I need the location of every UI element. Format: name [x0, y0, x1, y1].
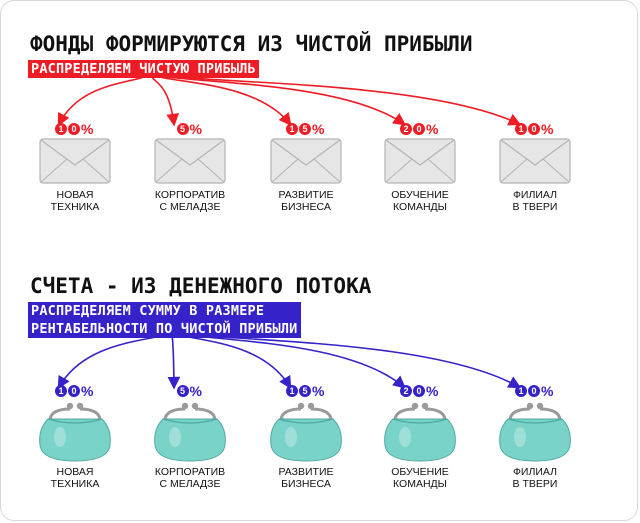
coin-purse-icon [39, 402, 111, 462]
percent-digit: 5 [299, 123, 311, 135]
fund-label-line: ФИЛИАЛ [512, 189, 558, 201]
percent-digit: 5 [299, 385, 311, 397]
percent-sign: % [81, 383, 94, 399]
percent-digit: 1 [515, 123, 527, 135]
fund-label-line: ФИЛИАЛ [512, 466, 558, 478]
percent-digit: 1 [55, 123, 67, 135]
section-subtitle-funds: РАСПРЕДЕЛЯЕМ ЧИСТУЮ ПРИБЫЛЬ [28, 60, 259, 78]
percent-digit: 0 [413, 385, 425, 397]
percent-digit: 1 [515, 385, 527, 397]
percent-digit: 0 [68, 385, 80, 397]
subtitle-line: РАСПРЕДЕЛЯЕМ ЧИСТУЮ ПРИБЫЛЬ [28, 60, 259, 78]
section-title-funds: ФОНДЫ ФОРМИРУЮТСЯ ИЗ ЧИСТОЙ ПРИБЫЛИ [30, 32, 473, 56]
percent-sign: % [189, 121, 202, 137]
fund-label-line: НОВАЯ [56, 466, 94, 478]
fund-label-line: НОВАЯ [56, 189, 94, 201]
distribution-arrow [57, 331, 173, 390]
coin-purse-icon [384, 402, 456, 462]
percent-digit: 0 [528, 385, 540, 397]
envelope-icon [39, 138, 111, 184]
percent-digit: 2 [400, 123, 412, 135]
distribution-arrow [167, 331, 181, 390]
coin-purse-icon [270, 402, 342, 462]
percent-sign: % [541, 121, 554, 137]
fund-label-line: БИЗНЕСА [281, 201, 331, 213]
subtitle-line: РАСПРЕДЕЛЯЕМ СУММУ В РАЗМЕРЕ [28, 302, 301, 320]
section-title-accounts: СЧЕТА - ИЗ ДЕНЕЖНОГО ПОТОКА [30, 274, 372, 298]
envelope-icon [154, 138, 226, 184]
percent-digit: 2 [400, 385, 412, 397]
subtitle-line: РЕНТАБЕЛЬНОСТИ ПО ЧИСТОЙ ПРИБЫЛИ [28, 320, 301, 338]
distribution-arrow [149, 73, 179, 127]
envelope-icon [384, 138, 456, 184]
percent-digit: 5 [176, 385, 189, 397]
fund-label-line: РАЗВИТИЕ [278, 466, 334, 478]
fund-label-line: С МЕЛАДЗЕ [159, 201, 221, 213]
percent-sign: % [426, 121, 439, 137]
percent-digit: 1 [55, 385, 67, 397]
percent-sign: % [312, 121, 325, 137]
distribution-arrow [57, 73, 151, 127]
fund-label-line: КОРПОРАТИВ [154, 466, 226, 478]
fund-label-line: БИЗНЕСА [281, 478, 331, 490]
percent-digit: 0 [413, 123, 425, 135]
section-subtitle-accounts: РАСПРЕДЕЛЯЕМ СУММУ В РАЗМЕРЕ РЕНТАБЕЛЬНО… [28, 302, 301, 338]
percent-digit: 0 [68, 123, 80, 135]
envelope-icon [270, 138, 342, 184]
percent-sign: % [312, 383, 325, 399]
envelope-icon [499, 138, 571, 184]
distribution-arrow [149, 73, 522, 126]
fund-label-line: ОБУЧЕНИЕ [391, 189, 449, 201]
fund-label-line: В ТВЕРИ [512, 478, 558, 490]
coin-purse-icon [499, 402, 571, 462]
percent-sign: % [81, 121, 94, 137]
fund-label-line: С МЕЛАДЗЕ [159, 478, 221, 490]
percent-sign: % [426, 383, 439, 399]
fund-label-line: КОМАНДЫ [393, 201, 447, 213]
percent-sign: % [189, 383, 202, 399]
fund-label-line: КОМАНДЫ [393, 478, 447, 490]
fund-label-line: ТЕХНИКА [50, 478, 100, 490]
percent-digit: 5 [176, 123, 189, 135]
fund-label-line: РАЗВИТИЕ [278, 189, 334, 201]
distribution-arrow [171, 331, 522, 389]
fund-label-line: ОБУЧЕНИЕ [391, 466, 449, 478]
fund-label-line: КОРПОРАТИВ [154, 189, 226, 201]
percent-badge: 5% [176, 383, 202, 399]
percent-sign: % [541, 383, 554, 399]
coin-purse-icon [154, 402, 226, 462]
percent-digit: 0 [528, 123, 540, 135]
percent-digit: 1 [286, 385, 298, 397]
percent-digit: 1 [286, 123, 298, 135]
fund-label-line: В ТВЕРИ [512, 201, 558, 213]
percent-badge: 5% [176, 121, 202, 137]
fund-label-line: ТЕХНИКА [50, 201, 100, 213]
